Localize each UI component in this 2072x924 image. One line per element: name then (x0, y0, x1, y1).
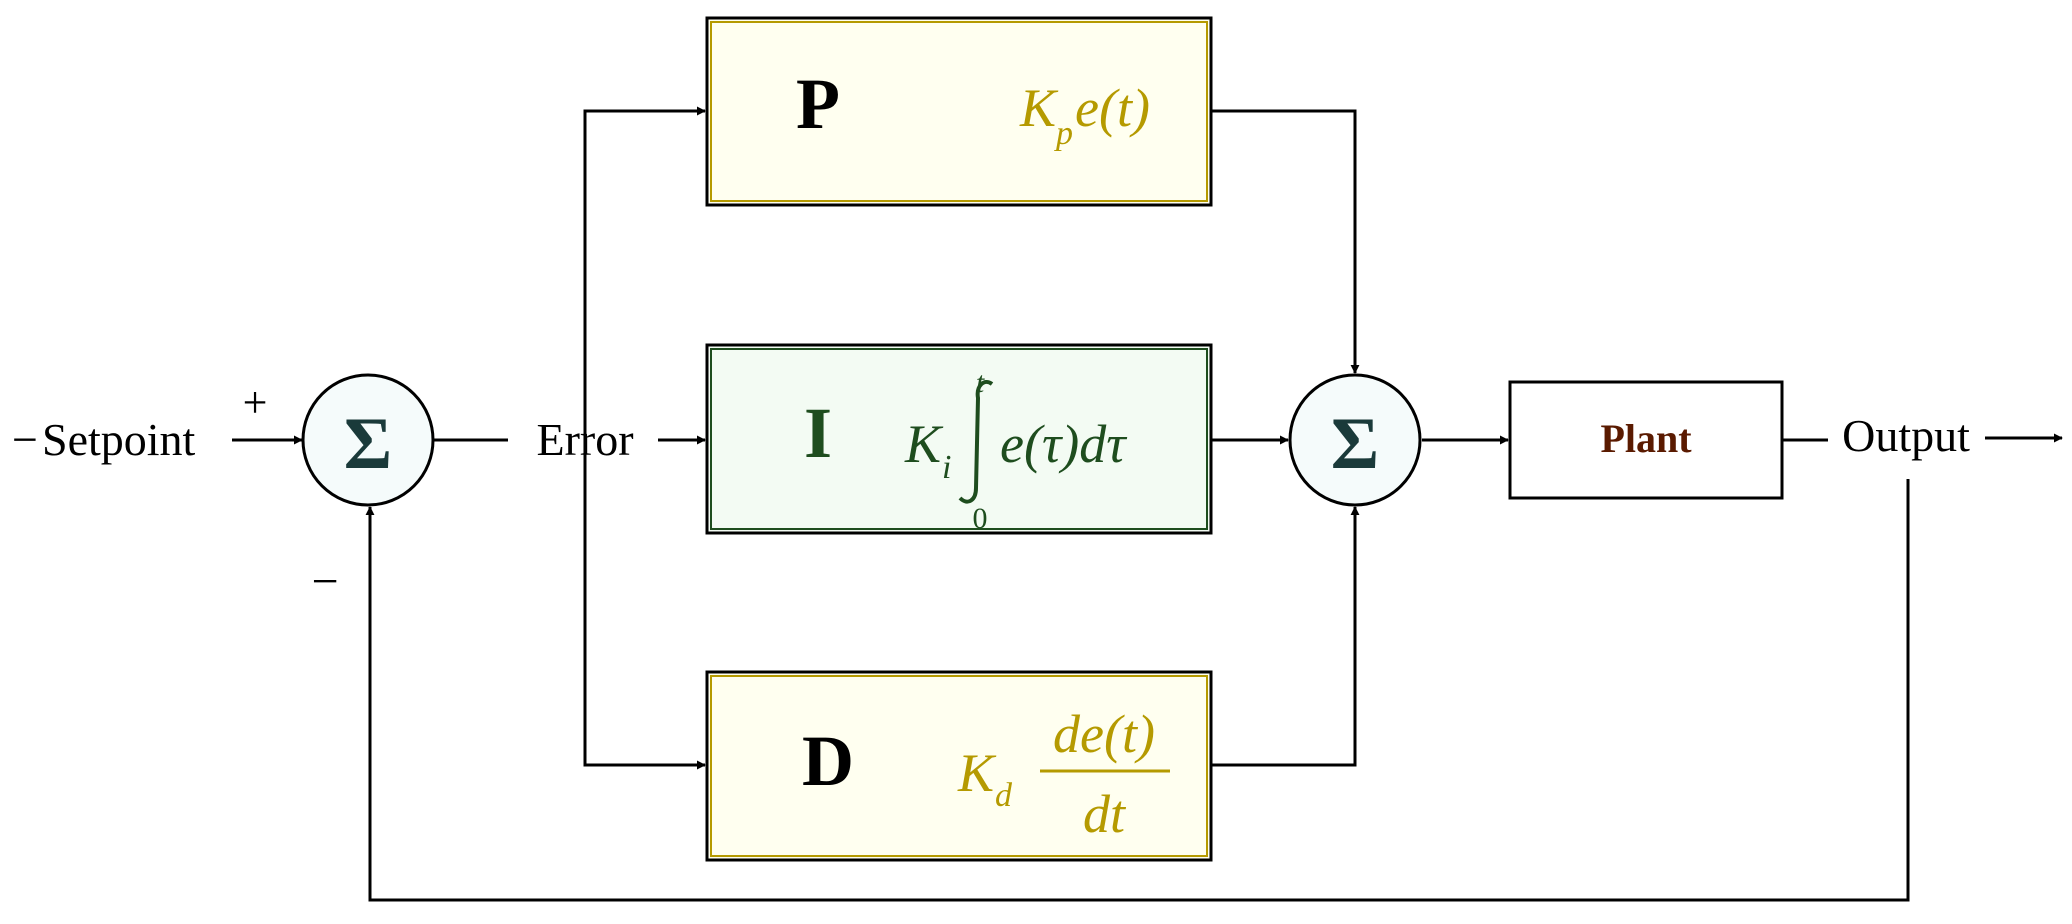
i-block-inner-border (710, 348, 1208, 530)
plant-block: Plant (1508, 380, 1784, 500)
p-block-formula: Kpe(t) (1019, 78, 1150, 152)
plus-sign: + (243, 378, 268, 427)
i-upper-limit: t (976, 366, 985, 399)
error-to-d-arrow (583, 440, 706, 770)
p-to-sum2-arrow (1211, 109, 1360, 374)
d-block-box (705, 670, 1213, 862)
p-gain-subscript: p (1054, 115, 1073, 152)
p-gain-k: K (1019, 78, 1059, 138)
sum-junction-output-symbol: Σ (1331, 403, 1379, 485)
i-lower-limit: 0 (973, 502, 988, 535)
connectors (232, 106, 2063, 902)
d-to-sum2-arrow (1211, 506, 1360, 767)
i-block-letter: I (804, 393, 832, 473)
p-block: P Kpe(t) (705, 16, 1213, 207)
i-gain-k: K (904, 414, 944, 474)
p-block-box (705, 16, 1213, 207)
setpoint-dash: − (12, 414, 38, 465)
setpoint-label: Setpoint (42, 414, 196, 465)
i-block: I K i t 0 e(τ)dτ (705, 343, 1213, 535)
i-integrand: e(τ)dτ (1000, 414, 1127, 474)
sum-junction-input: Σ (301, 373, 435, 507)
d-numerator: de(t) (1053, 704, 1155, 764)
feedback-arrow (365, 479, 1910, 902)
sum-junction-input-circle (301, 373, 435, 507)
d-block-inner-border (710, 675, 1208, 857)
d-block-letter: D (802, 721, 854, 801)
sum-junction-input-symbol: Σ (344, 403, 392, 485)
integral-sign (958, 379, 994, 504)
sum-junction-output-circle (1288, 373, 1422, 507)
d-gain-k: K (957, 743, 997, 803)
p-term: e(t) (1075, 78, 1150, 138)
p-block-letter: P (796, 64, 840, 144)
i-block-box (705, 343, 1213, 535)
error-label: Error (536, 414, 633, 465)
sum-junction-output: Σ (1288, 373, 1422, 507)
p-block-inner-border (710, 21, 1208, 202)
d-block: D K d de(t) dt (705, 670, 1213, 862)
plant-block-box (1508, 380, 1784, 500)
d-gain-subscript: d (995, 777, 1013, 814)
minus-sign: − (311, 555, 338, 608)
i-gain-subscript: i (942, 449, 951, 486)
output-label: Output (1842, 410, 1970, 461)
plant-label: Plant (1600, 416, 1692, 461)
error-to-p-arrow (583, 106, 706, 440)
d-denominator: dt (1083, 784, 1127, 844)
